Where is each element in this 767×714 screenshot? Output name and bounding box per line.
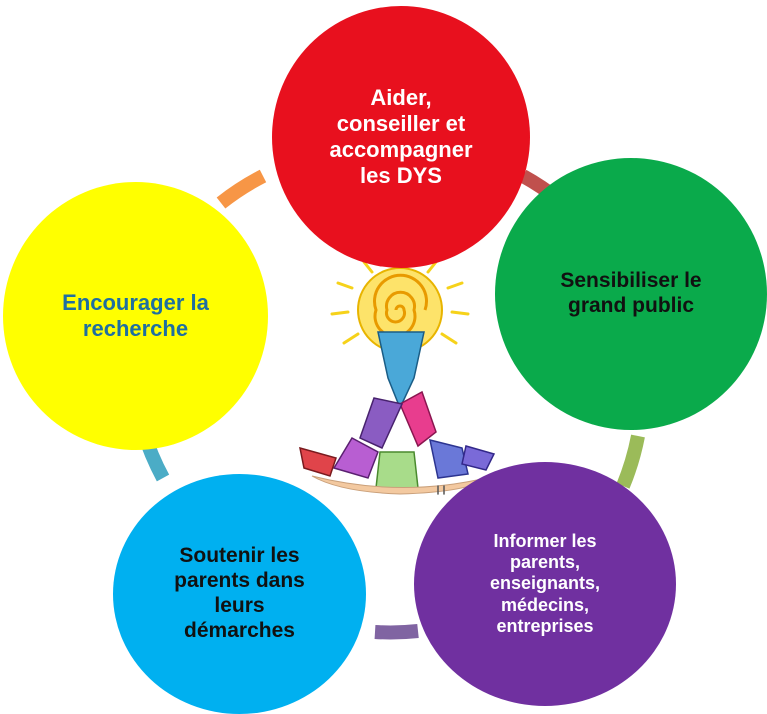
node-informer: Informer les parents, enseignants, médec… [414, 462, 676, 706]
center-illustration [299, 252, 496, 495]
node-informer-label: Informer les parents, enseignants, médec… [489, 530, 601, 636]
node-encourager-label: Encourager la recherche [62, 290, 209, 341]
node-sensibiliser-label: Sensibiliser le grand public [560, 269, 702, 317]
node-soutenir: Soutenir les parents dans leurs démarche… [113, 474, 366, 714]
connector-yellow-red [216, 169, 267, 209]
node-aider-label: Aider, conseiller et accompagner les DYS [329, 85, 473, 188]
connector-purple-blue [374, 624, 419, 640]
connector-green-purple [616, 434, 645, 489]
node-aider: Aider, conseiller et accompagner les DYS [272, 6, 530, 268]
node-encourager: Encourager la recherche [3, 182, 268, 450]
node-soutenir-label: Soutenir les parents dans leurs démarche… [174, 544, 305, 642]
node-sensibiliser: Sensibiliser le grand public [495, 158, 767, 430]
